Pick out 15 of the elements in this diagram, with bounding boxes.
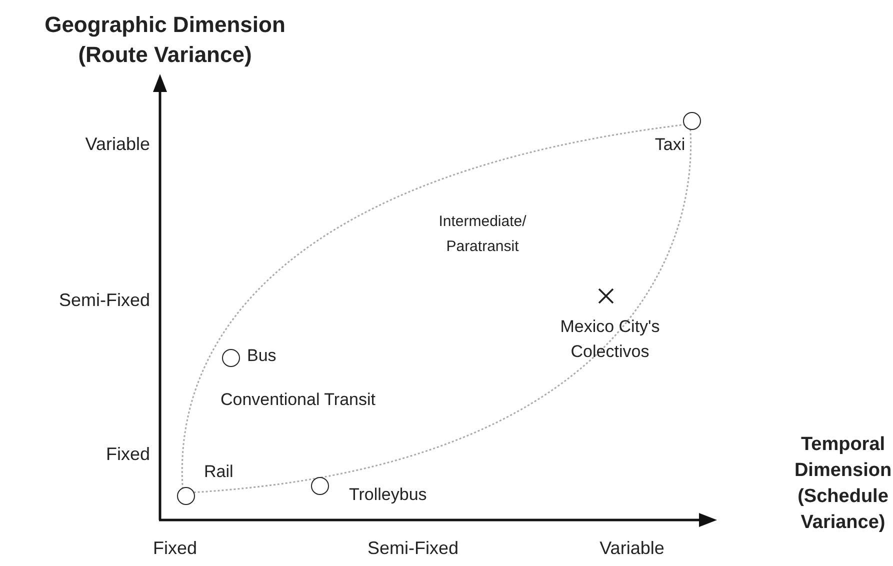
axis-title: Temporal Dimension (Schedule Variance)	[793, 433, 893, 535]
axis-title: Geographic Dimension (Route Variance)	[44, 11, 286, 69]
tick-label: Semi-Fixed	[58, 289, 150, 312]
point-label: Rail	[204, 461, 234, 483]
region-label: Conventional Transit	[220, 389, 376, 411]
tick-label: Fixed	[104, 443, 150, 466]
tick-label: Variable	[598, 537, 666, 560]
tick-label: Semi-Fixed	[366, 537, 460, 560]
region-label: Intermediate/ Paratransit	[438, 212, 528, 257]
tick-label: Variable	[84, 133, 150, 156]
point-label: Trolleybus	[349, 484, 428, 506]
tick-label: Fixed	[152, 537, 198, 560]
point-label: Taxi	[654, 134, 686, 156]
point-label: Mexico City's Colectivos	[559, 316, 661, 363]
point-label: Bus	[247, 345, 278, 367]
